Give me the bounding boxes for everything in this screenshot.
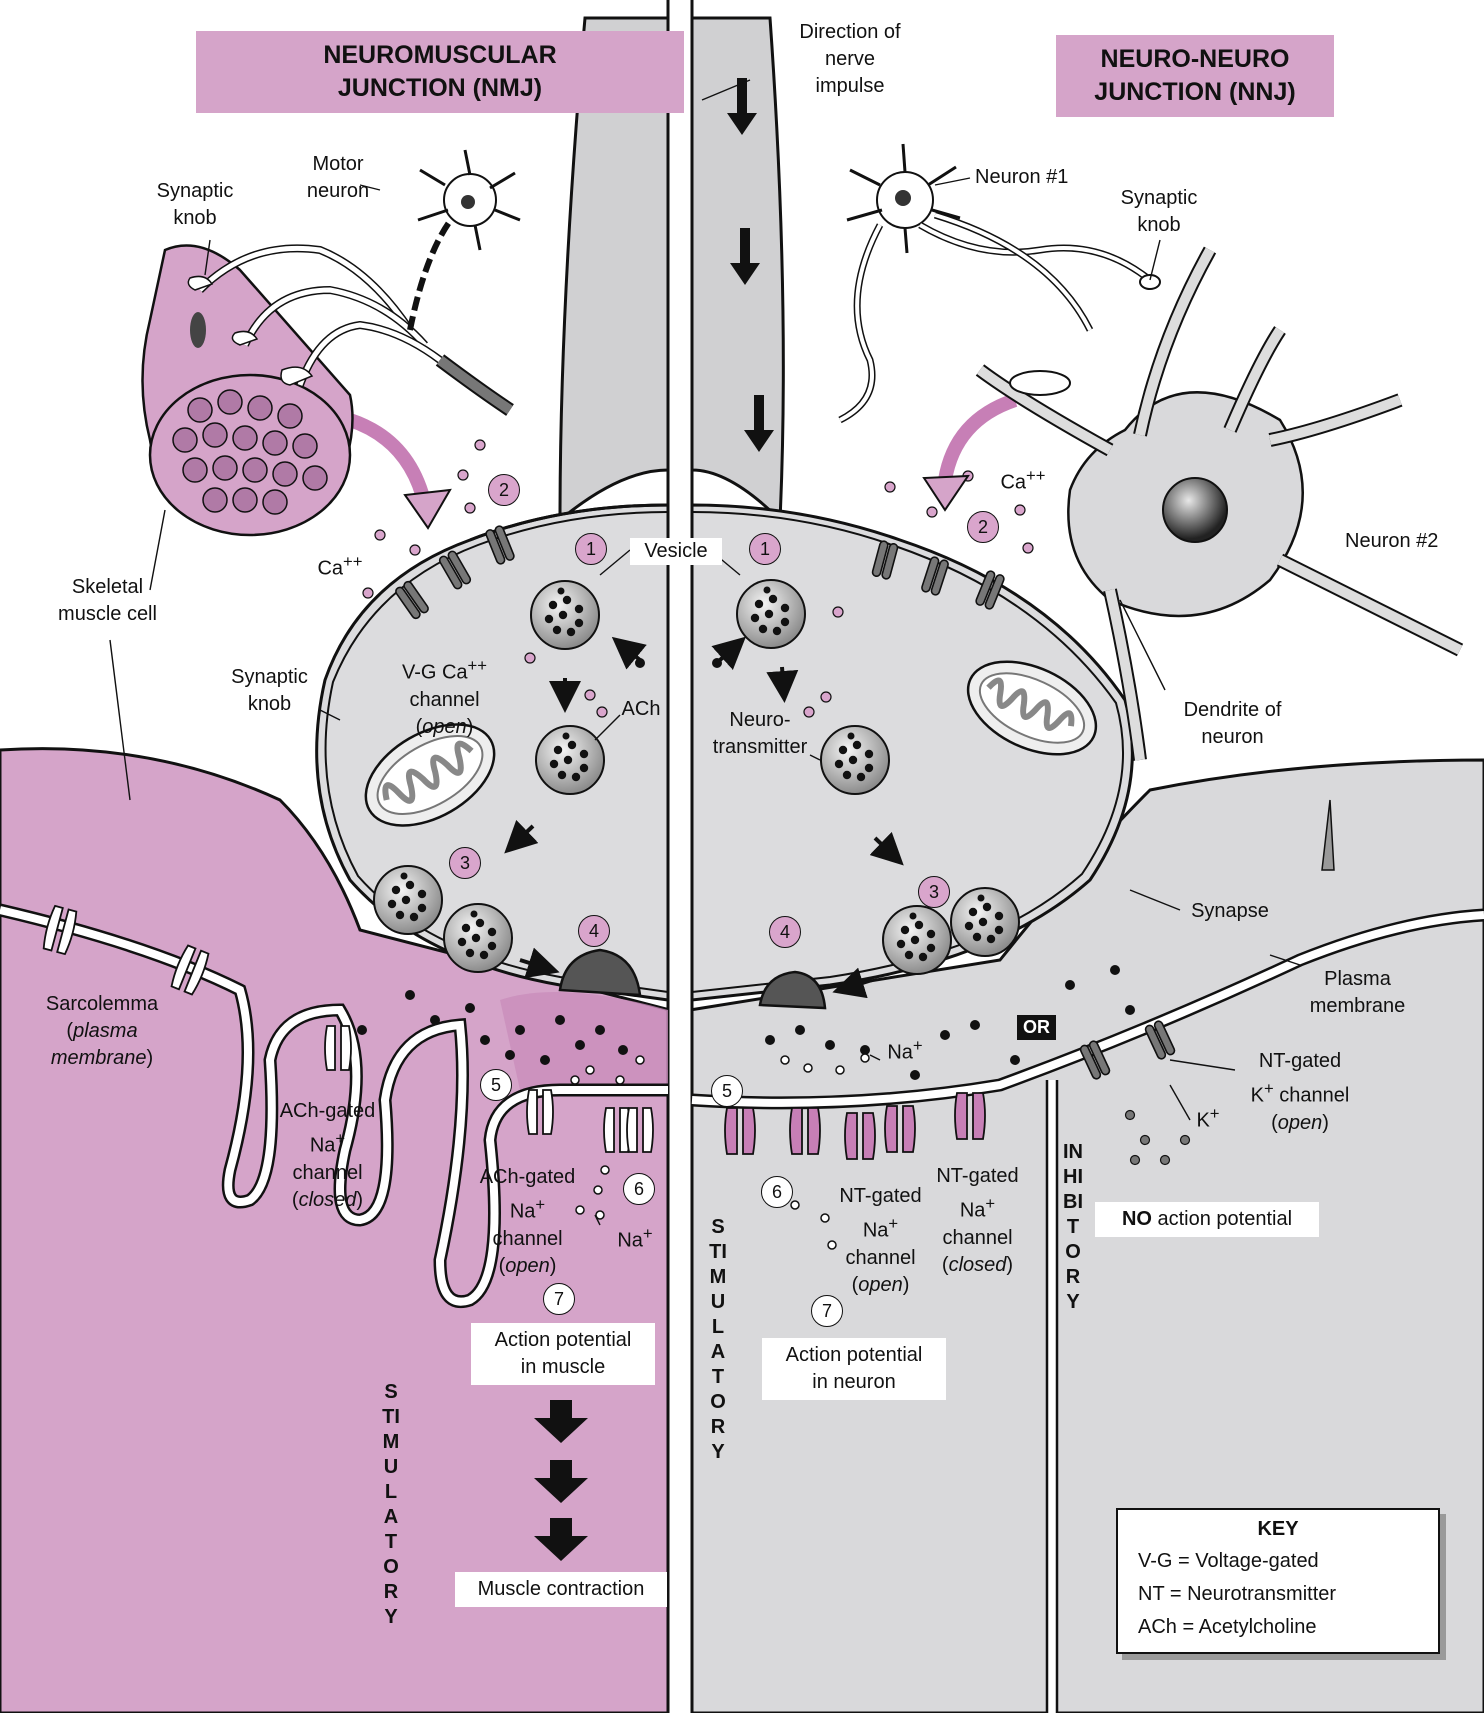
ach-gated-channel-closed-label: ACh-gated Na+ channel (closed) [270, 1098, 385, 1214]
key-row-vg: V-G = Voltage-gated [1138, 1545, 1418, 1578]
neurotransmitter-label: Neuro- transmitter [705, 707, 815, 761]
ach-gated-channel-open-label: ACh-gated Na+ channel (open) [470, 1164, 585, 1280]
nnj-title: NEURO-NEURO JUNCTION (NNJ) [1056, 35, 1334, 117]
muscle-contraction-box: Muscle contraction [455, 1572, 667, 1607]
ach-label: ACh [613, 696, 669, 723]
key-title: KEY [1138, 1518, 1418, 1541]
step-4-nmj: 4 [578, 915, 610, 947]
or-badge: OR [1017, 1015, 1056, 1040]
action-potential-muscle-box: Action potential in muscle [471, 1323, 655, 1385]
dendrite-of-neuron-label: Dendrite of neuron [1165, 697, 1300, 751]
step-1-nnj: 1 [749, 533, 781, 565]
step-6-nnj: 6 [761, 1176, 793, 1208]
synaptic-knob-top-left-label: Synaptic knob [140, 178, 250, 232]
nmj-title: NEUROMUSCULAR JUNCTION (NMJ) [196, 31, 684, 113]
nt-gated-k-channel-label: NT-gated K+ channel (open) [1240, 1048, 1360, 1137]
stimulatory-vertical-nmj: STIMULATORY [380, 1380, 402, 1630]
neuron1-label: Neuron #1 [975, 164, 1095, 191]
step-1-nmj: 1 [575, 533, 607, 565]
synapse-label: Synapse [1180, 898, 1280, 925]
key-row-ach: ACh = Acetylcholine [1138, 1611, 1418, 1644]
vg-ca-channel-label: V-G Ca++ channel (open) [387, 652, 502, 741]
motor-neuron-label: Motor neuron [298, 151, 378, 205]
inhibitory-vertical: INHIBITORY [1062, 1140, 1084, 1315]
na-ion-muscle-label: Na+ [610, 1220, 660, 1255]
na-ion-cleft-label: Na+ [880, 1032, 930, 1067]
step-3-nnj: 3 [918, 876, 950, 908]
plasma-membrane-label: Plasma membrane [1300, 966, 1415, 1020]
synaptic-knob-top-right-label: Synaptic knob [1104, 185, 1214, 239]
direction-of-nerve-impulse-label: Direction of nerve impulse [760, 19, 940, 100]
step-2-nnj: 2 [967, 511, 999, 543]
key-legend: KEY V-G = Voltage-gated NT = Neurotransm… [1116, 1508, 1440, 1654]
no-action-potential-box: NO action potential [1095, 1202, 1319, 1237]
step-4-nnj: 4 [769, 916, 801, 948]
step-6-nmj: 6 [623, 1173, 655, 1205]
step-3-nmj: 3 [449, 847, 481, 879]
k-ion-label: K+ [1188, 1100, 1228, 1135]
ca-left-label: Ca++ [310, 548, 370, 583]
stimulatory-vertical-nnj: STIMULATORY [707, 1215, 729, 1465]
step-2-nmj: 2 [488, 474, 520, 506]
sarcolemma-label: Sarcolemma (plasma membrane) [32, 991, 172, 1072]
step-5-nnj: 5 [711, 1075, 743, 1107]
synaptic-knob-left-label: Synaptic knob [212, 664, 327, 718]
key-row-nt: NT = Neurotransmitter [1138, 1578, 1418, 1611]
action-potential-neuron-box: Action potential in neuron [762, 1338, 946, 1400]
skeletal-muscle-cell-label: Skeletal muscle cell [45, 574, 170, 628]
step-5-nmj: 5 [480, 1069, 512, 1101]
neuron2-label: Neuron #2 [1345, 528, 1475, 555]
step-7-nmj: 7 [543, 1283, 575, 1315]
step-7-nnj: 7 [811, 1295, 843, 1327]
nt-gated-channel-closed-label: NT-gated Na+ channel (closed) [920, 1163, 1035, 1279]
vesicle-label: Vesicle [630, 538, 722, 565]
ca-right-label: Ca++ [993, 462, 1053, 497]
